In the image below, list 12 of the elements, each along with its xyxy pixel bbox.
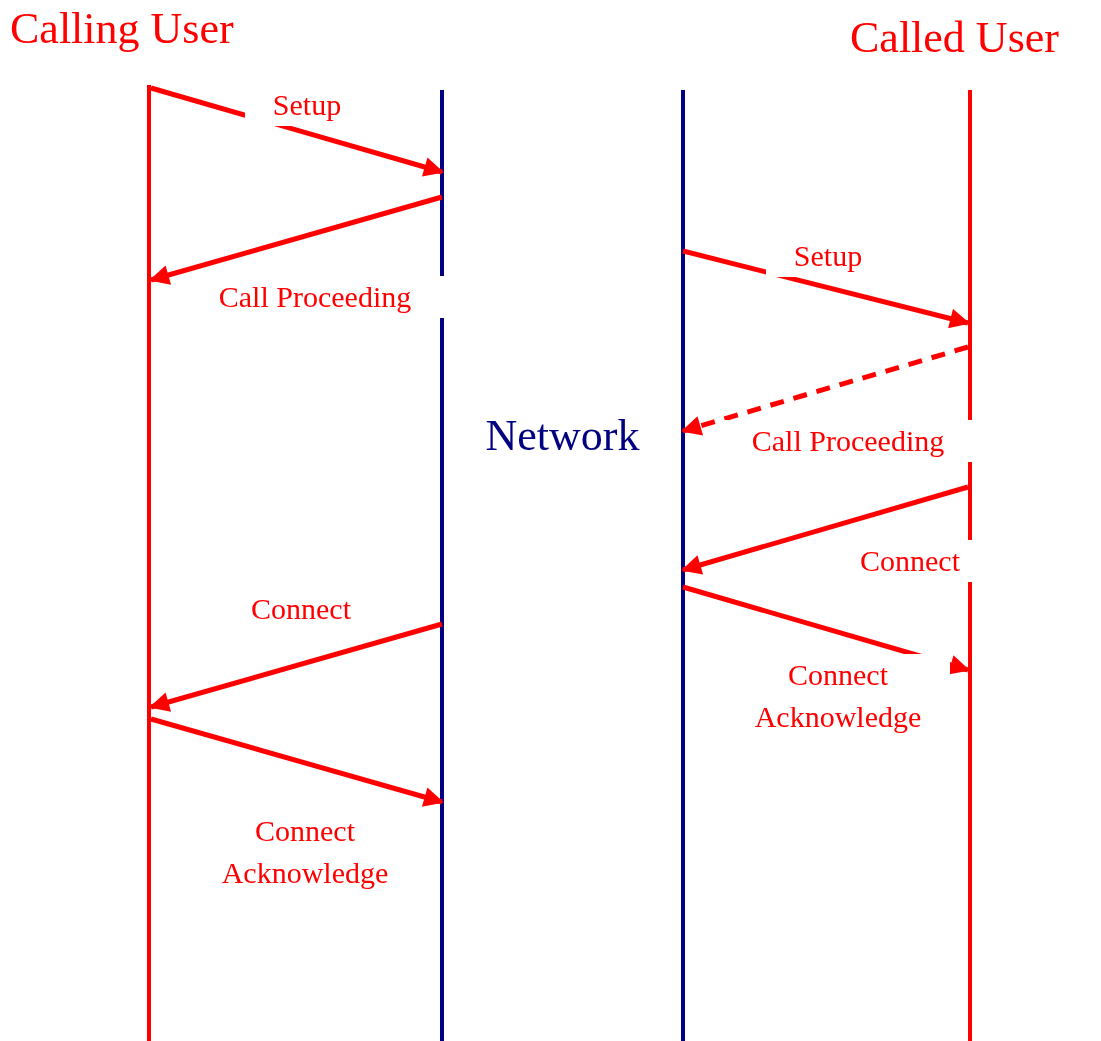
arrow bbox=[149, 621, 443, 712]
arrow bbox=[681, 484, 969, 575]
network-band bbox=[440, 90, 685, 1041]
arrow bbox=[682, 248, 970, 329]
arrow bbox=[681, 344, 969, 436]
participant-heading: Network bbox=[484, 410, 641, 462]
arrow bbox=[150, 85, 444, 177]
arrow bbox=[149, 194, 443, 285]
participant-heading: Calling User bbox=[10, 3, 234, 55]
participant-heading: Called User bbox=[850, 12, 1059, 64]
arrow bbox=[150, 716, 444, 807]
arrow bbox=[682, 584, 970, 675]
